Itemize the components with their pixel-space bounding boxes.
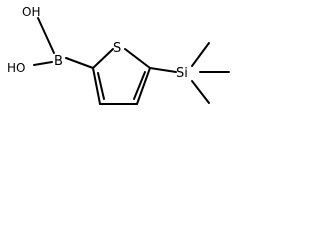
- bond-si-methyl-bottom: [191, 80, 210, 104]
- bond-c3-c2: [92, 67, 101, 105]
- atom-label-oh-top: OH: [22, 5, 40, 19]
- atom-label-sulfur: S: [113, 41, 121, 56]
- atom-label-silicon: Si: [176, 66, 188, 81]
- bond-b-c2: [65, 57, 94, 69]
- chemical-structure-diagram: OH HO B S Si: [7, 5, 230, 105]
- atom-label-ho-bottom: HO: [7, 61, 25, 75]
- bond-s-c5: [124, 48, 151, 69]
- bond-b-oh-bottom: [33, 61, 53, 66]
- bond-b-oh-top: [37, 17, 55, 54]
- bond-c5-si: [149, 67, 177, 73]
- double-bond-c4-c5: [133, 71, 146, 100]
- bond-si-methyl-top: [191, 42, 210, 67]
- double-bond-c2-c3: [97, 72, 105, 100]
- bond-c2-s: [92, 48, 114, 69]
- bond-c5-c4: [136, 67, 151, 105]
- atom-label-boron: B: [54, 54, 63, 69]
